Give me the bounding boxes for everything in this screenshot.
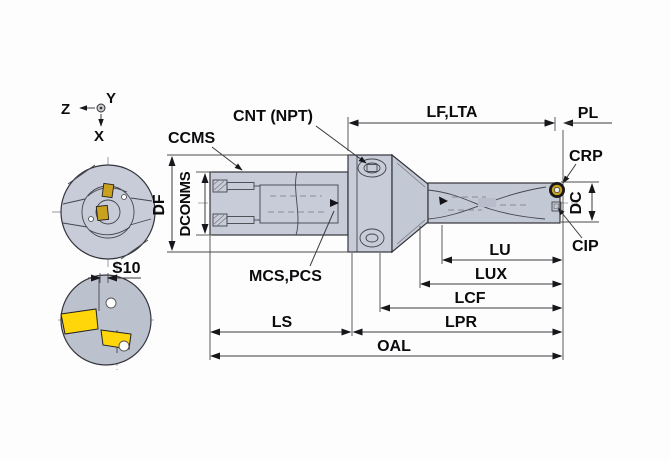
tip-center-insert <box>551 201 562 212</box>
taper-cone <box>391 153 429 254</box>
dim-dc: DC <box>561 181 599 223</box>
cone-shade-bottom <box>396 219 426 245</box>
label-df: DF <box>151 194 168 216</box>
section-view: S10 <box>58 260 154 370</box>
callout-ccms: CCMS <box>168 130 243 171</box>
cone-shade-top <box>396 162 426 188</box>
shank-pocket <box>259 184 339 224</box>
label-ccms: CCMS <box>168 130 215 147</box>
section-coolant-hole-2 <box>118 340 130 352</box>
dim-pl: PL <box>545 105 612 127</box>
shank-flat-edge <box>295 171 299 236</box>
callout-crp: CRP <box>562 148 603 184</box>
label-lu: LU <box>489 242 510 259</box>
axis-y-label: Y <box>106 90 116 107</box>
front-view-flat-2 <box>120 239 149 260</box>
label-mcs-pcs: MCS,PCS <box>249 268 322 285</box>
dim-lux: LUX <box>420 266 563 288</box>
label-lf-lta: LF,LTA <box>427 104 478 121</box>
tip-details <box>549 182 565 212</box>
callout-crp-leader <box>562 163 577 184</box>
front-view-coolant-hole-1 <box>88 216 94 222</box>
label-lux: LUX <box>475 266 507 283</box>
coolant-port-top-slot <box>366 164 378 172</box>
callout-cip-leader <box>557 207 583 239</box>
axis-indicator: Z Y X <box>61 90 116 145</box>
front-view-flat-1 <box>67 164 96 185</box>
callout-cnt-leader <box>315 125 367 164</box>
dim-lcf: LCF <box>380 290 563 312</box>
front-view-insert-inner <box>95 204 110 221</box>
pocket-depth-arrow <box>330 199 339 207</box>
front-view-insert-outer <box>101 182 115 199</box>
dim-lf-lta: LF,LTA <box>348 104 555 127</box>
label-cnt: CNT (NPT) <box>233 108 313 125</box>
label-dc: DC <box>568 191 585 215</box>
label-pl: PL <box>578 105 599 122</box>
label-dconms: DCONMS <box>177 171 194 236</box>
flute-curve-2 <box>427 189 546 220</box>
axis-x-label: X <box>94 128 104 145</box>
coolant-port-top-inner <box>363 162 381 174</box>
dim-df: DF <box>151 154 349 253</box>
section-coolant-hole-1 <box>105 297 117 309</box>
coolant-port-top-outer <box>357 158 387 178</box>
front-view-land-lines <box>62 197 153 228</box>
axis-origin-center <box>99 106 103 110</box>
label-lcf: LCF <box>454 290 485 307</box>
front-view <box>52 157 165 267</box>
label-cip: CIP <box>572 238 599 255</box>
extension-lines <box>209 117 564 360</box>
tip-center-insert-inner <box>553 203 559 209</box>
callout-mcs-leader <box>309 210 335 267</box>
dim-ls: LS <box>210 314 352 336</box>
side-view <box>198 153 578 254</box>
label-ls: LS <box>272 314 293 331</box>
dim-lu: LU <box>442 242 563 264</box>
callout-mcs-pcs: MCS,PCS <box>249 210 335 285</box>
section-insert-left <box>60 308 99 335</box>
front-view-core-circle <box>95 199 121 225</box>
dim-lpr: LPR <box>352 314 563 336</box>
dim-s10: S10 <box>88 260 141 283</box>
axis-z-label: Z <box>61 101 70 118</box>
tip-insert-screw <box>554 187 560 193</box>
dim-oal: OAL <box>210 338 563 360</box>
flute-gauge-arrow <box>439 196 448 205</box>
flute-web-patch <box>478 198 496 207</box>
dim-dconms: DCONMS <box>177 171 212 236</box>
label-lpr: LPR <box>445 314 477 331</box>
clamp-screw-top <box>212 179 260 193</box>
label-oal: OAL <box>377 338 411 355</box>
front-view-coolant-hole-2 <box>121 194 127 200</box>
coolant-port-bottom-inner <box>365 233 379 243</box>
callout-ccms-leader <box>211 146 243 171</box>
callout-cip: CIP <box>557 207 599 255</box>
clamp-screw-bottom <box>212 213 260 227</box>
label-crp: CRP <box>569 148 603 165</box>
coolant-port-bottom <box>359 228 385 248</box>
callout-cnt: CNT (NPT) <box>233 108 367 164</box>
label-s10: S10 <box>112 260 141 277</box>
